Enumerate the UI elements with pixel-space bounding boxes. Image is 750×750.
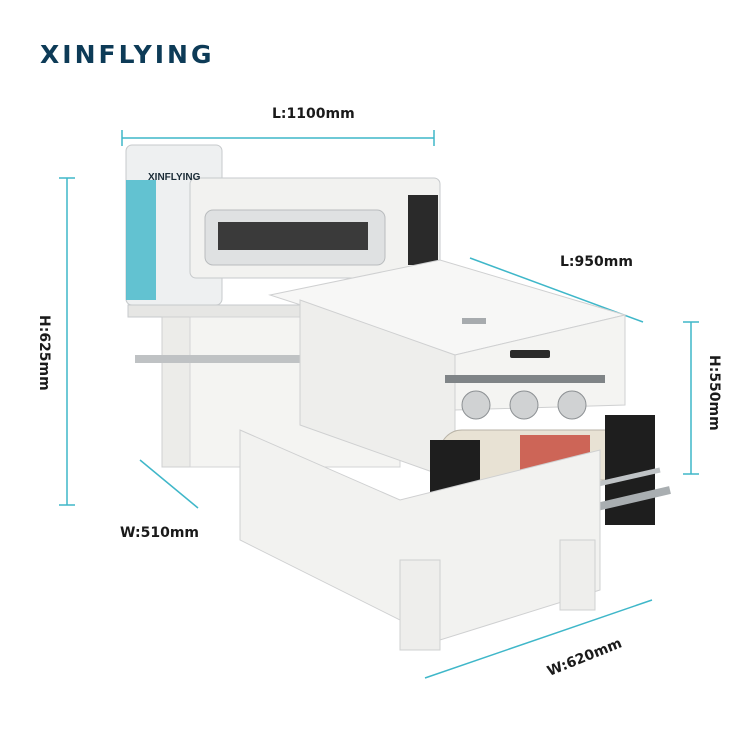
dtf-printer — [125, 144, 441, 468]
dimension-lines — [59, 130, 699, 679]
brand-logo: XINFLYING — [40, 40, 215, 69]
shaker-height-label: H:550mm — [706, 355, 722, 431]
powder-shaker — [239, 259, 671, 651]
printer-height-label: H:625mm — [36, 315, 52, 391]
shaker-length-label: L:950mm — [560, 254, 633, 270]
printer-width-label: W:510mm — [120, 525, 200, 541]
printer-length-label: L:1100mm — [272, 106, 355, 122]
printer-badge-text: XINFLYING — [148, 172, 201, 183]
